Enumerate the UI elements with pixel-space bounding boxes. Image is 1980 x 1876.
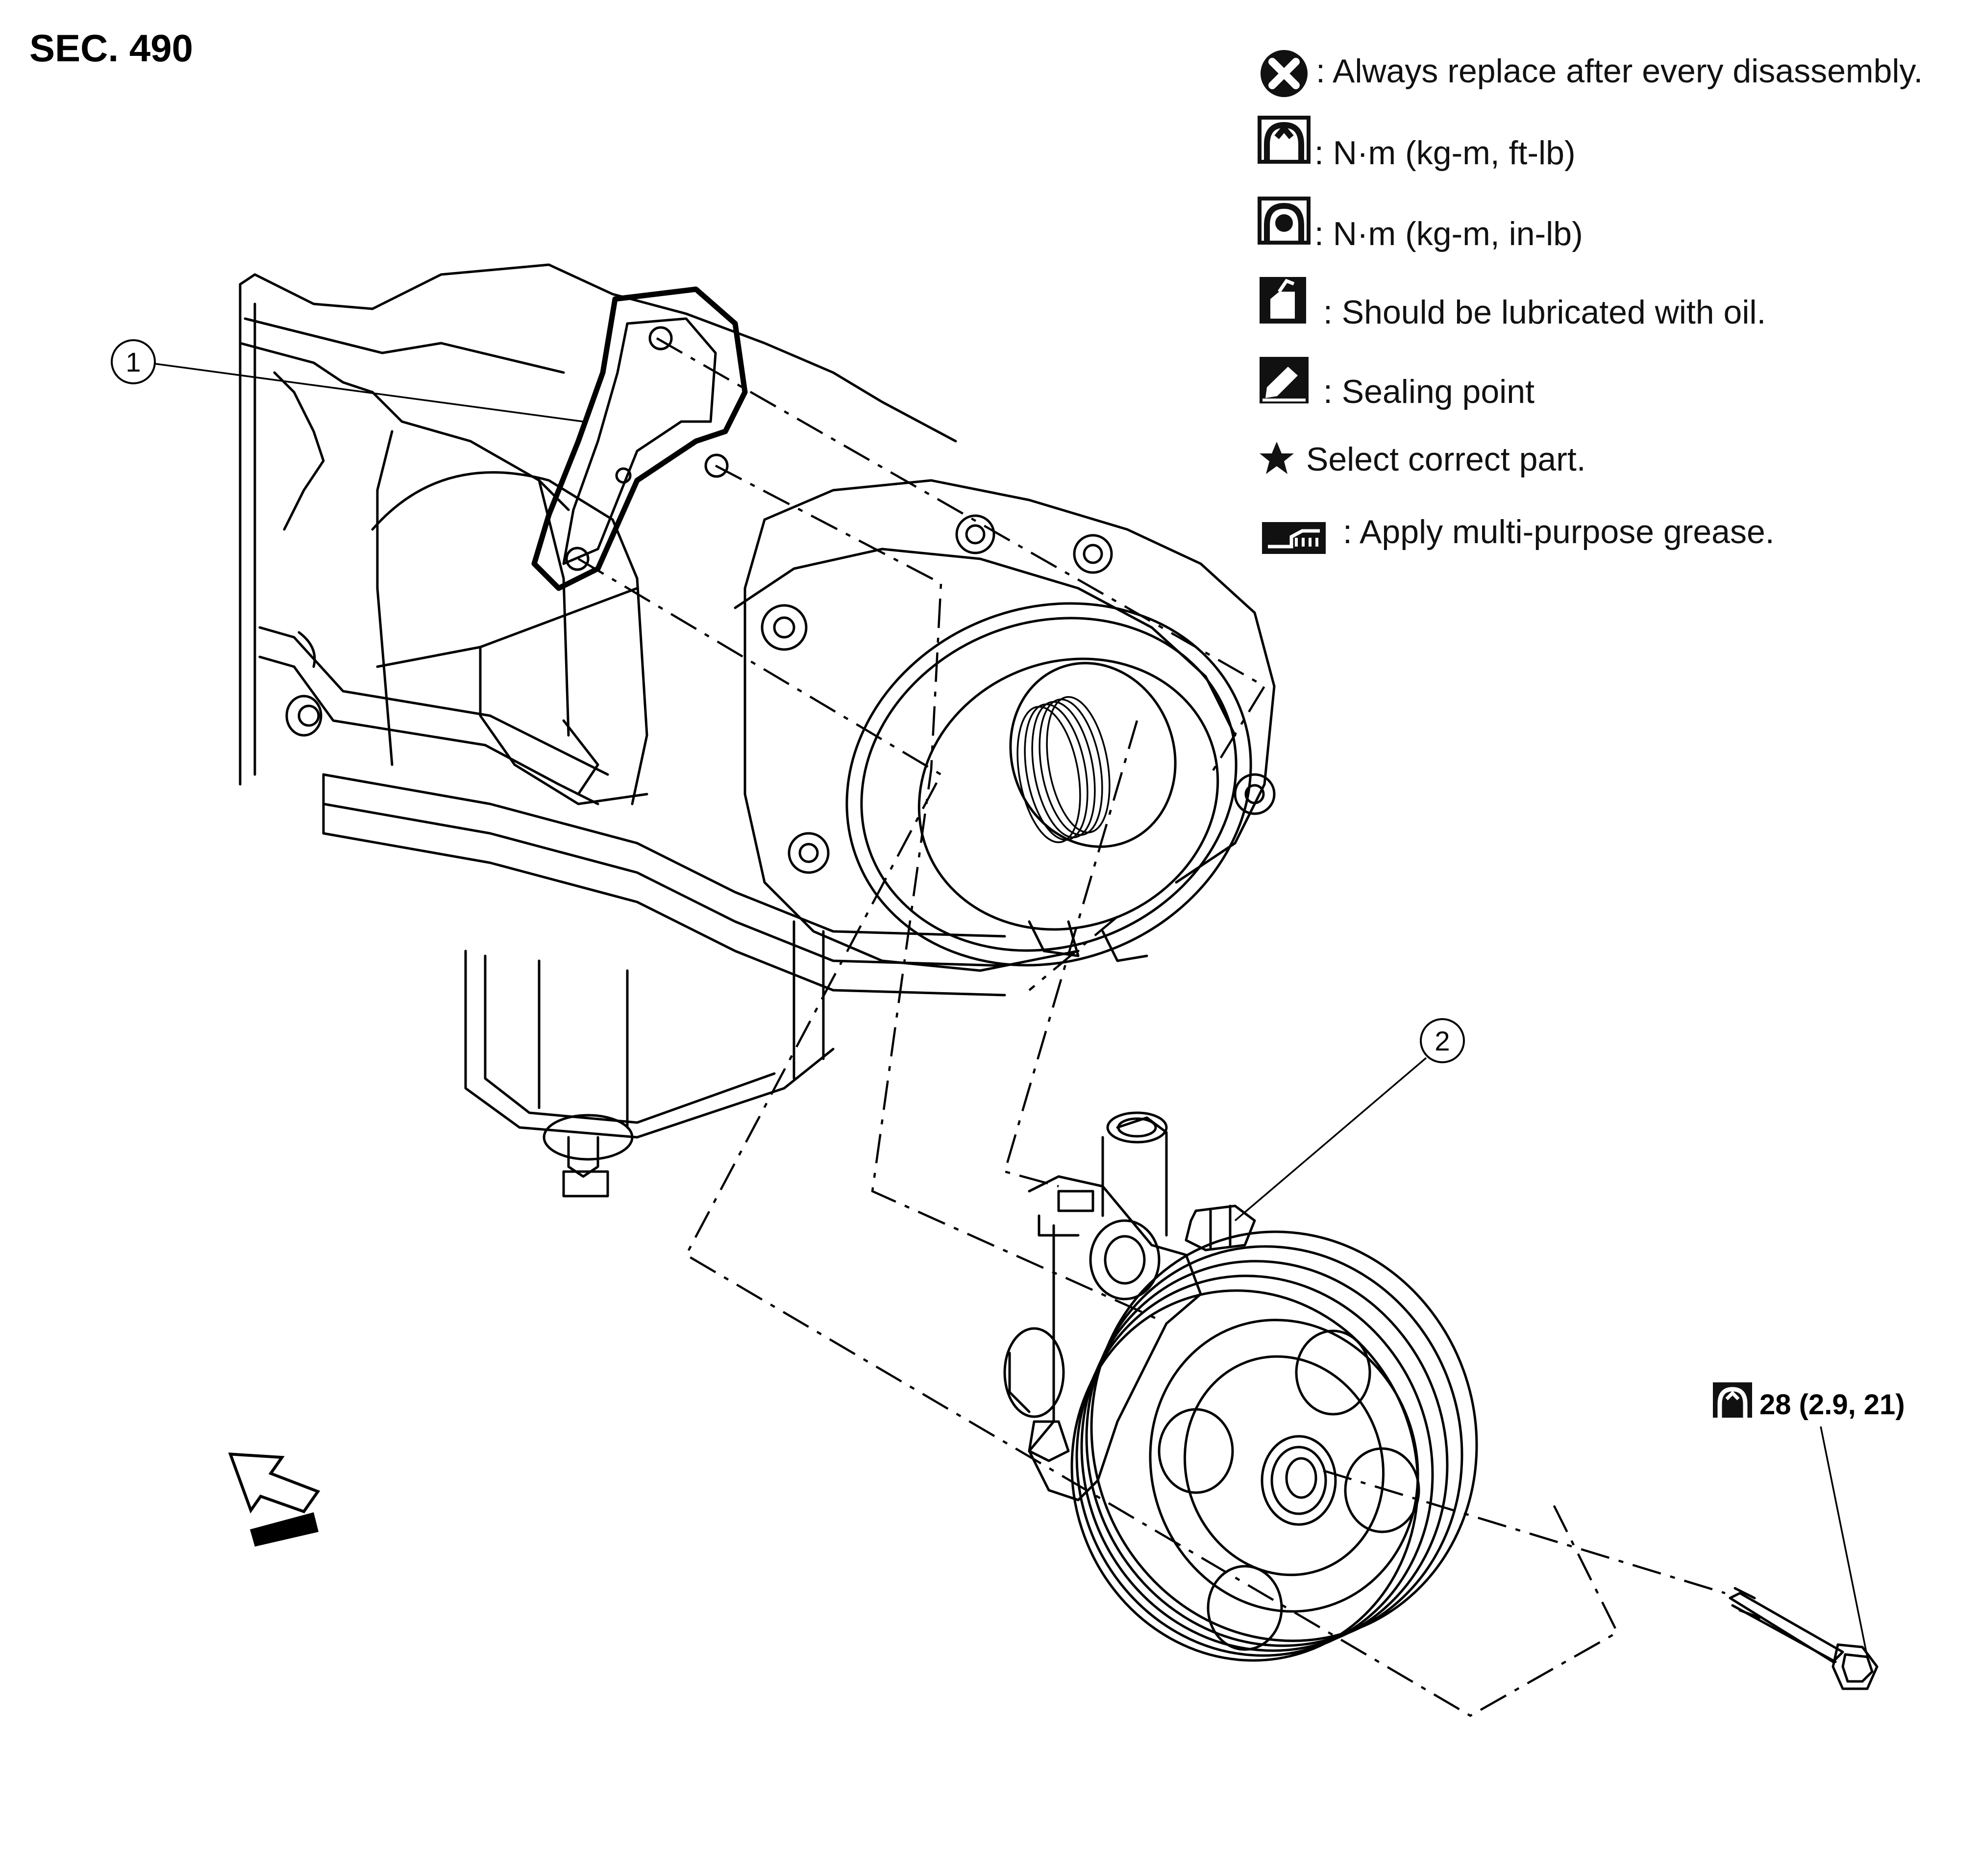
always-replace-icon xyxy=(1261,50,1308,97)
oil-can-icon xyxy=(1260,277,1306,324)
engine-block-drawing xyxy=(239,263,1276,1198)
torque-wrench-ftlb-icon xyxy=(1713,1382,1752,1418)
legend-text-select-part: Select correct part. xyxy=(1306,441,1586,478)
legend-text-torque-ftlb: : N·m (kg-m, ft-lb) xyxy=(1314,134,1576,172)
legend: : Always replace after every disassembly… xyxy=(1258,50,1923,554)
torque-wrench-inlb-icon xyxy=(1258,197,1311,245)
star-icon xyxy=(1260,442,1294,474)
torque-spec: 28 (2.9, 21) xyxy=(1713,1382,1905,1657)
torque-spec-value: 28 (2.9, 21) xyxy=(1759,1389,1905,1421)
callout-1: 1 xyxy=(111,339,584,423)
legend-text-grease: : Apply multi-purpose grease. xyxy=(1343,513,1775,550)
callout-2-number: 2 xyxy=(1435,1026,1450,1056)
callout-2: 2 xyxy=(1234,1018,1465,1222)
section-label: SEC. 490 xyxy=(29,26,193,70)
legend-text-oil: : Should be lubricated with oil. xyxy=(1323,294,1766,331)
torque-wrench-ftlb-icon xyxy=(1258,116,1311,164)
alternator-pulley-grooves xyxy=(1016,696,1111,844)
sealing-point-icon xyxy=(1260,357,1309,403)
housing-bolts xyxy=(297,514,1276,874)
front-arrow-icon xyxy=(228,1452,321,1547)
legend-text-sealing: : Sealing point xyxy=(1323,373,1534,410)
power-steering-pump-bracket xyxy=(531,286,748,591)
grease-icon xyxy=(1262,522,1326,554)
callout-1-number: 1 xyxy=(125,347,141,377)
assembly-guide-lines xyxy=(577,337,1726,1717)
legend-text-torque-inlb: : N·m (kg-m, in-lb) xyxy=(1314,215,1583,252)
power-steering-oil-pump xyxy=(1003,1111,1478,1662)
pump-mounting-bolt xyxy=(1729,1587,1879,1690)
legend-text-always-replace: : Always replace after every disassembly… xyxy=(1316,52,1923,90)
